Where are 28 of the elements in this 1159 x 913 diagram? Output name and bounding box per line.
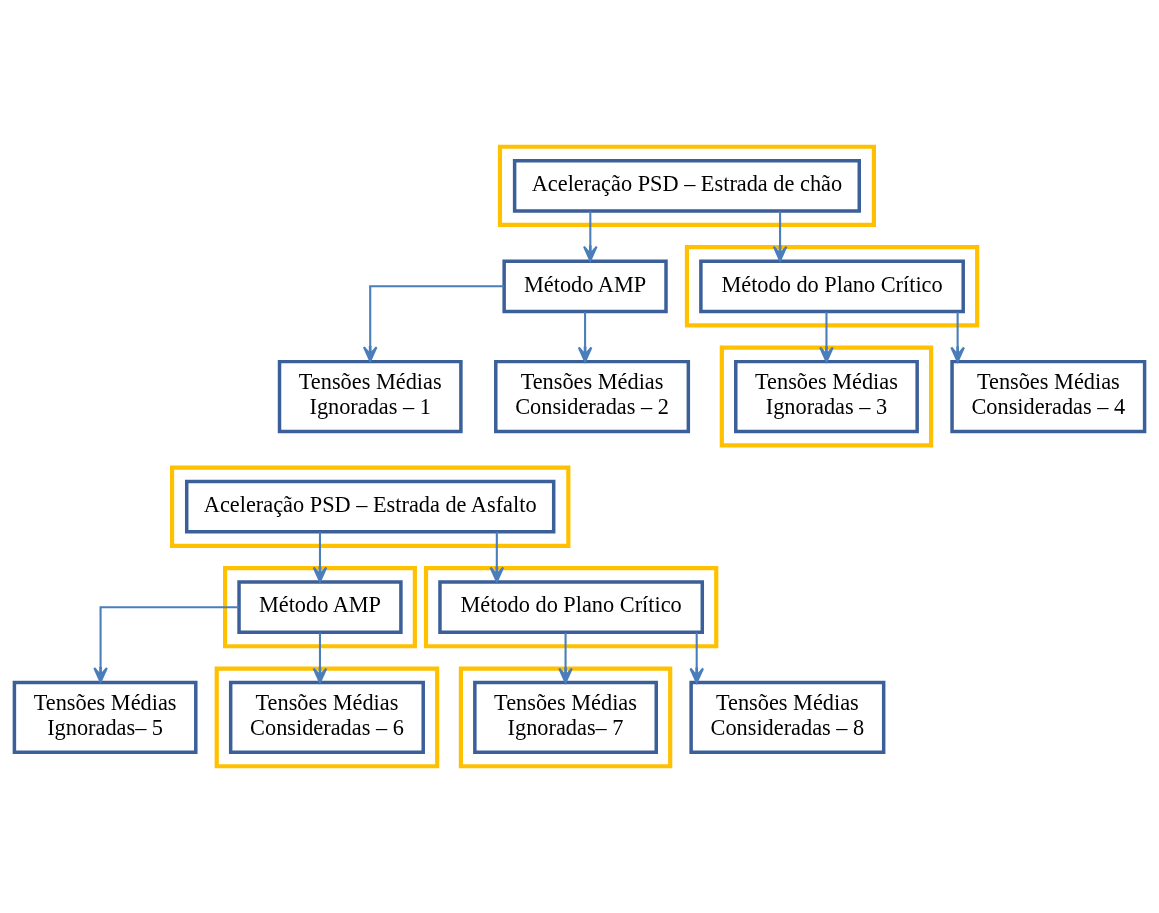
node-box: Método AMP bbox=[237, 580, 403, 635]
node-box: Tensões Médias Ignoradas – 3 bbox=[734, 359, 919, 434]
arrow bbox=[689, 632, 705, 684]
arrow bbox=[577, 311, 593, 363]
node-box: Aceleração PSD – Estrada de chão bbox=[512, 158, 861, 213]
node-box: Tensões Médias Ignoradas– 5 bbox=[12, 680, 198, 755]
node-box: Método do Plano Crítico bbox=[699, 259, 965, 314]
arrow bbox=[93, 606, 239, 683]
node-box: Tensões Médias Consideradas – 2 bbox=[494, 359, 691, 434]
node-box: Tensões Médias Consideradas – 4 bbox=[950, 359, 1147, 434]
node-box: Tensões Médias Ignoradas– 7 bbox=[473, 680, 658, 755]
arrow bbox=[312, 532, 328, 583]
arrow bbox=[489, 532, 505, 583]
cluster bbox=[169, 465, 571, 548]
arrow bbox=[819, 311, 834, 363]
node-box: Tensões Médias Ignoradas – 1 bbox=[277, 359, 463, 434]
node-box: Tensões Médias Consideradas – 8 bbox=[689, 680, 886, 755]
arrow bbox=[362, 285, 504, 363]
cluster bbox=[497, 144, 876, 227]
node-box: Método do Plano Crítico bbox=[438, 580, 705, 635]
arrow bbox=[558, 632, 573, 684]
arrow bbox=[312, 632, 328, 684]
node-box: Aceleração PSD – Estrada de Asfalto bbox=[184, 479, 556, 534]
node-box: Tensões Médias Consideradas – 6 bbox=[228, 680, 425, 755]
arrow bbox=[950, 311, 965, 363]
arrow bbox=[772, 211, 788, 262]
arrow bbox=[583, 211, 598, 262]
node-box: Método AMP bbox=[502, 259, 668, 314]
